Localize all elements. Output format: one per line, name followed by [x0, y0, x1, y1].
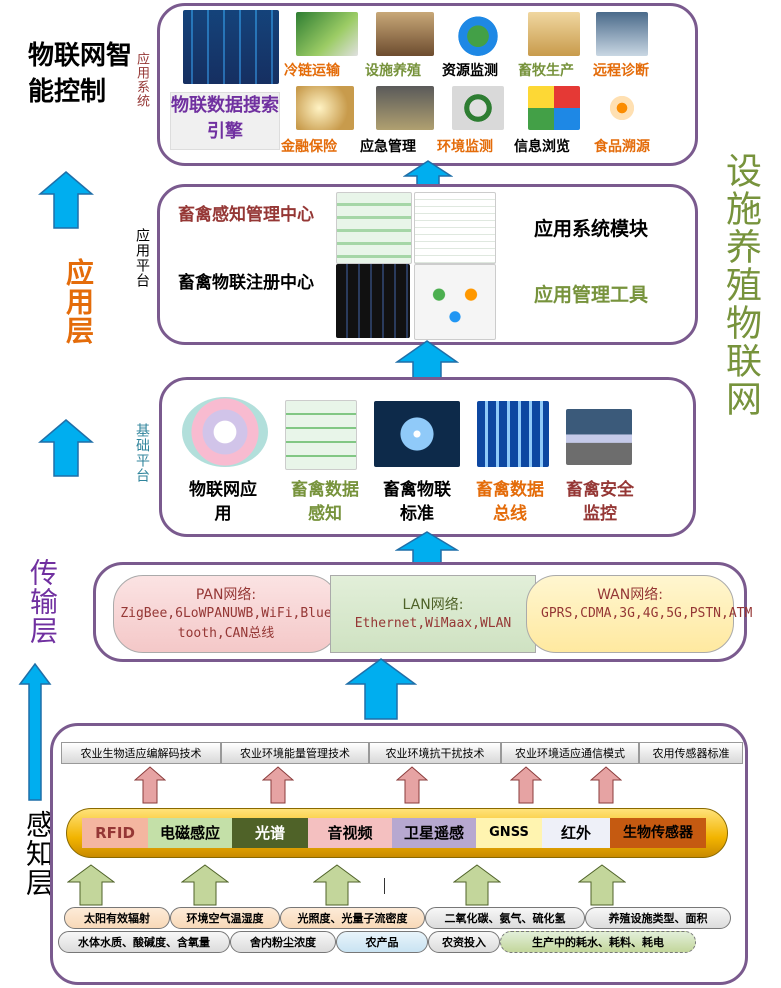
app-item-label: 冷链运输: [284, 63, 340, 79]
sensor-segment: 生物传感器: [610, 818, 706, 848]
base-item-label: 畜禽数据总线: [476, 480, 544, 524]
up-arrow-icon: [181, 864, 229, 906]
sensing-screenshot-image: [285, 400, 357, 470]
up-arrow-icon: [262, 766, 294, 804]
sensing-center-label: 畜禽感知管理中心: [178, 205, 314, 225]
up-arrow-icon: [453, 864, 501, 906]
app-tools-label: 应用管理工具: [533, 284, 648, 306]
tech-item: 农用传感器标准: [639, 742, 743, 764]
app-item-label: 金融保险: [281, 139, 337, 155]
thumbnail-globe: [452, 12, 504, 56]
wan-body: GPRS,CDMA,3G,4G,5G,PSTN,ATM: [541, 606, 753, 621]
platform-screenshot-image: [336, 192, 412, 264]
app-item-label: 设施养殖: [365, 63, 421, 79]
app-item-label: 信息浏览: [514, 139, 570, 155]
tech-item: 农业环境能量管理技术: [221, 742, 369, 764]
up-arrow-icon: [18, 662, 52, 801]
app-item-label: 应急管理: [360, 139, 416, 155]
base-item-label: 物联网应用: [189, 480, 257, 524]
lan-body: Ethernet,WiMaax,WLAN: [354, 616, 512, 631]
app-module-label: 应用系统模块: [533, 218, 648, 240]
server-room-image: [183, 10, 279, 84]
perception-layer-label: 感知层: [22, 810, 55, 897]
thumbnail-info: [528, 86, 580, 130]
app-item-label: 远程诊断: [593, 63, 649, 79]
up-arrow-icon: [396, 766, 428, 804]
datacenter-image: [336, 264, 410, 338]
app-system-side-label: 应用系统: [134, 52, 149, 108]
app-platform-side-label: 应用平台: [134, 228, 150, 288]
up-arrow-icon: [134, 766, 166, 804]
tech-item: 农业环境抗干扰技术: [369, 742, 501, 764]
data-bus-image: [477, 401, 549, 467]
divider-line: [384, 878, 385, 894]
pan-title: PAN网络:: [195, 587, 257, 603]
sensor-segment: 红外: [542, 818, 610, 848]
iot-control-label: 物联网智能控制: [28, 41, 133, 107]
base-platform-side-label: 基础平台: [134, 423, 150, 483]
monitoring-room-image: [566, 409, 632, 465]
base-item-label: 畜禽安全监控: [566, 480, 634, 524]
tools-image: [414, 264, 496, 340]
platform-table-image: [414, 192, 496, 264]
data-source-item: 生产中的耗水、耗料、耗电: [500, 931, 696, 953]
data-source-item: 环境空气温湿度: [170, 907, 280, 929]
thumbnail-finance: [296, 86, 354, 130]
lan-title: LAN网络:: [402, 597, 464, 613]
up-arrow-icon: [510, 766, 542, 804]
up-arrow-icon: [590, 766, 622, 804]
tech-item: 农业生物适应编解码技术: [61, 742, 221, 764]
sensor-segment: 音视频: [308, 818, 392, 848]
thumbnail-environment: [452, 86, 504, 130]
app-item-label: 食品溯源: [594, 139, 650, 155]
data-source-item: 养殖设施类型、面积: [585, 907, 731, 929]
sensor-segment: GNSS: [476, 818, 542, 848]
up-arrow-icon: [38, 419, 94, 477]
sensor-segment: 卫星遥感: [392, 818, 476, 848]
lan-network-box: LAN网络: Ethernet,WiMaax,WLAN: [330, 575, 536, 653]
pan-body: ZigBee,6LoWPANUWB,WiFi,Bluetooth,CAN总线: [120, 606, 332, 641]
wan-title: WAN网络:: [597, 587, 663, 603]
up-arrow-icon: [313, 864, 361, 906]
sensor-segment: 光谱: [232, 818, 308, 848]
base-item-label: 畜禽数据感知: [291, 480, 359, 524]
thumbnail-livestock-house: [376, 12, 434, 56]
thumbnail-traceability: [596, 86, 648, 130]
thumbnail-truck: [296, 12, 358, 56]
data-source-item: 舍内粉尘浓度: [230, 931, 336, 953]
transport-layer-label: 传输层: [26, 558, 59, 645]
data-source-item: 光照度、光量子流密度: [280, 907, 425, 929]
network-standard-image: [374, 401, 460, 467]
search-engine-label: 物联数据搜索引擎: [170, 92, 280, 150]
sensor-segment: RFID: [82, 818, 148, 848]
up-arrow-icon: [38, 171, 94, 229]
thumbnail-diagnosis: [596, 12, 648, 56]
up-arrow-icon: [345, 658, 417, 720]
thumbnail-emergency: [376, 86, 434, 130]
data-source-item: 农资投入: [428, 931, 500, 953]
tech-item: 农业环境适应通信模式: [501, 742, 639, 764]
registration-center-label: 畜禽物联注册中心: [178, 273, 314, 293]
up-arrow-icon: [67, 864, 115, 906]
data-source-item: 水体水质、酸碱度、含氧量: [58, 931, 230, 953]
up-arrow-icon: [578, 864, 626, 906]
wan-network-box: WAN网络: GPRS,CDMA,3G,4G,5G,PSTN,ATM: [526, 575, 753, 653]
iot-app-diagram-image: [182, 397, 268, 467]
app-item-label: 资源监测: [442, 63, 498, 79]
app-item-label: 畜牧生产: [518, 63, 574, 79]
base-item-label: 畜禽物联标准: [383, 480, 451, 524]
data-source-item: 农产品: [336, 931, 428, 953]
data-source-item: 二氧化碳、氨气、硫化氢: [425, 907, 585, 929]
data-source-item: 太阳有效辐射: [64, 907, 170, 929]
app-layer-label: 应用层: [62, 258, 95, 345]
thumbnail-chickens: [528, 12, 580, 56]
pan-network-box: PAN网络: ZigBee,6LoWPANUWB,WiFi,Bluetooth,…: [113, 575, 339, 653]
app-item-label: 环境监测: [437, 139, 493, 155]
sensor-segment: 电磁感应: [148, 818, 232, 848]
right-title: 设施养殖物联网: [720, 152, 761, 418]
